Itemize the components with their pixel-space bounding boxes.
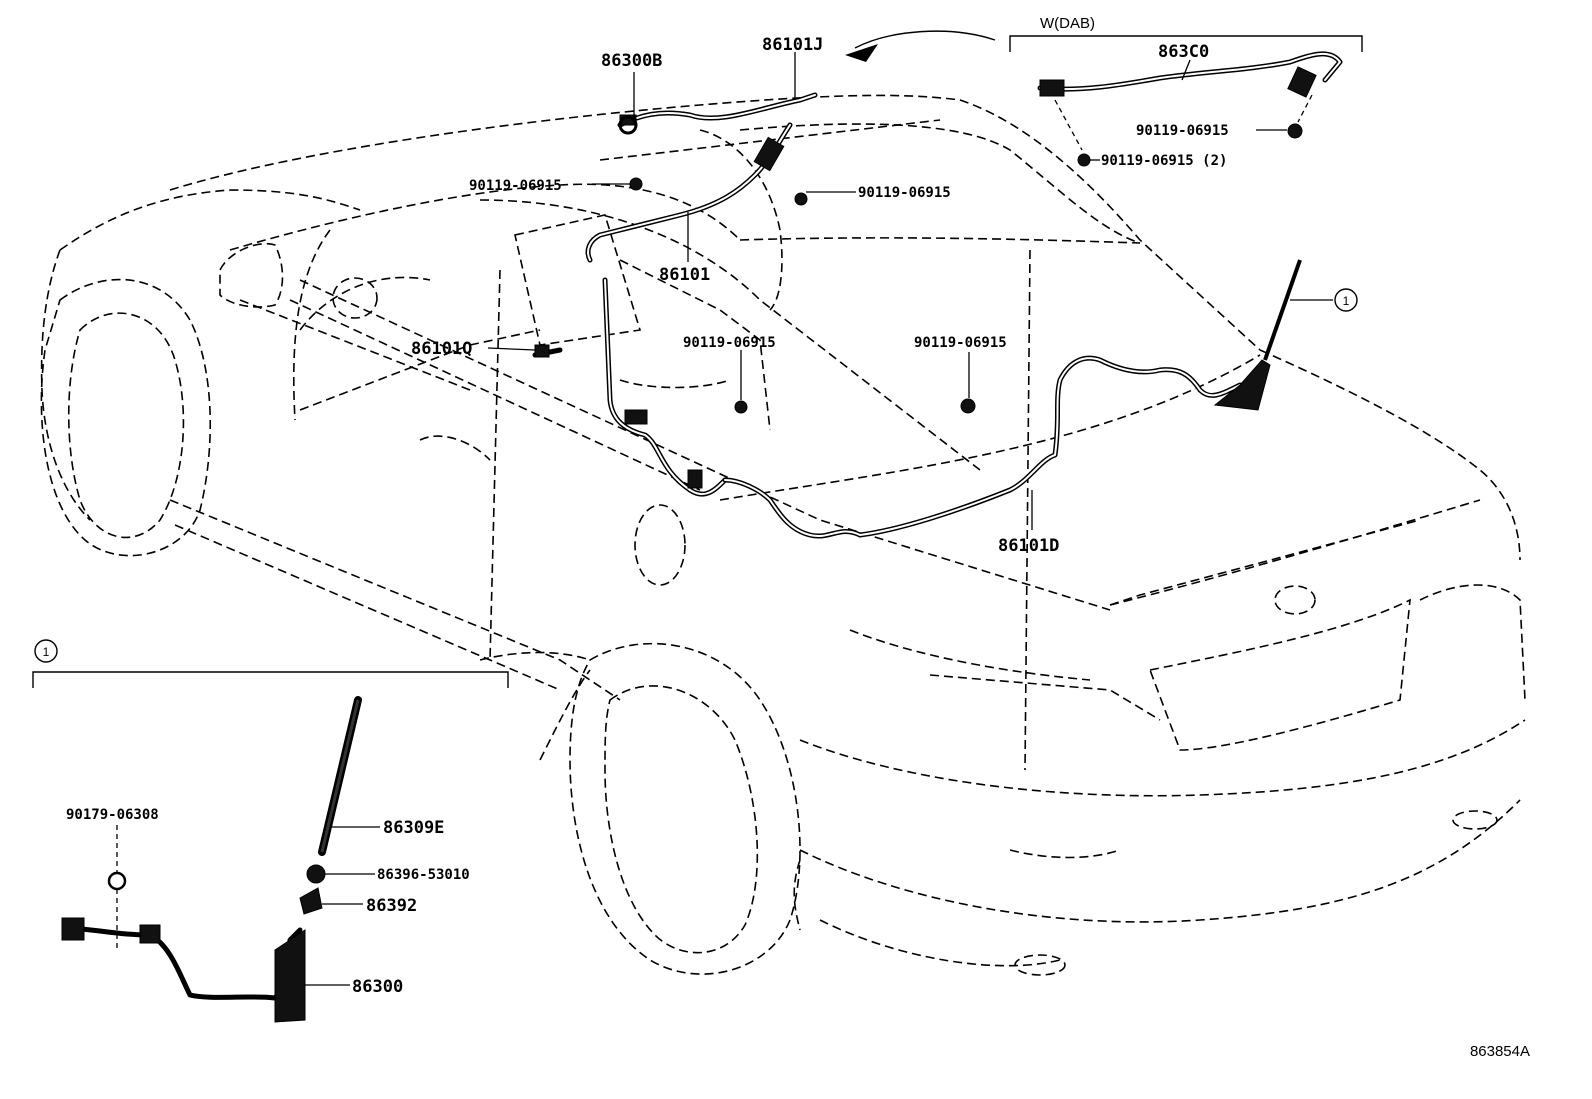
bolt-label-dab-b: 90119-06915 (2) <box>1101 153 1227 169</box>
dab-group-label: W(DAB) <box>1040 15 1095 32</box>
callout-circle-main <box>1334 288 1358 312</box>
part-label-86101d: 86101D <box>998 536 1059 556</box>
part-label-86300b: 86300B <box>601 51 662 71</box>
rear-mast-antenna <box>1213 259 1302 411</box>
leader-lines <box>487 52 1333 530</box>
bolt-icons <box>618 115 976 414</box>
car-body-outline <box>40 94 1526 976</box>
part-label-86396: 86396-53010 <box>377 867 470 883</box>
callout-number-main: 1 <box>1343 294 1350 308</box>
part-label-90179: 90179-06308 <box>66 807 159 823</box>
detail-box <box>32 671 509 1023</box>
part-label-86300: 86300 <box>352 977 403 997</box>
bolt-label-right: 90119-06915 <box>914 335 1007 351</box>
callout-number-detail: 1 <box>43 645 50 659</box>
part-label-86309e: 86309E <box>383 818 444 838</box>
bolt-label-mid: 90119-06915 <box>683 335 776 351</box>
part-label-863c0: 863C0 <box>1158 42 1209 62</box>
part-label-86101j: 86101J <box>762 35 823 55</box>
dab-group <box>845 30 1363 167</box>
part-label-86392: 86392 <box>366 896 417 916</box>
bolt-label-top-right: 90119-06915 <box>858 185 951 201</box>
part-label-86101: 86101 <box>659 265 710 285</box>
part-label-86101q: 86101Q <box>411 339 472 359</box>
drawing-number: 863854A <box>1470 1043 1530 1060</box>
antenna-cables <box>532 92 1243 539</box>
callout-circle-detail <box>34 639 58 663</box>
bolt-label-dab-a: 90119-06915 <box>1136 123 1229 139</box>
bolt-label-top-left: 90119-06915 <box>469 178 562 194</box>
